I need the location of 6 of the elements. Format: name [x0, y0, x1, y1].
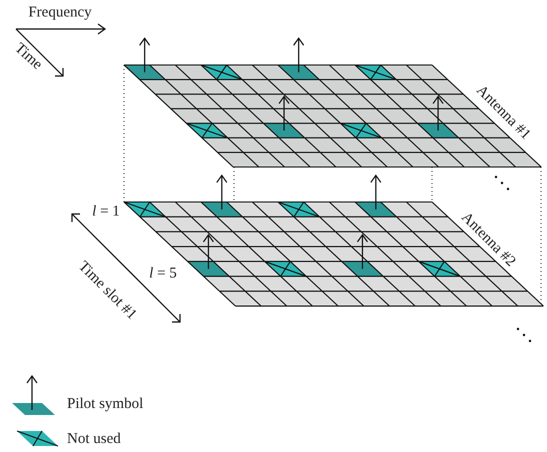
axis-label: l = 5 — [149, 266, 177, 282]
axis-label: l = 1 — [92, 204, 120, 220]
legend-label: Not used — [67, 432, 121, 447]
legend-label: Pilot symbol — [67, 397, 144, 412]
axis-label: Frequency — [28, 6, 92, 20]
resource-grid-drawing — [123, 64, 542, 168]
